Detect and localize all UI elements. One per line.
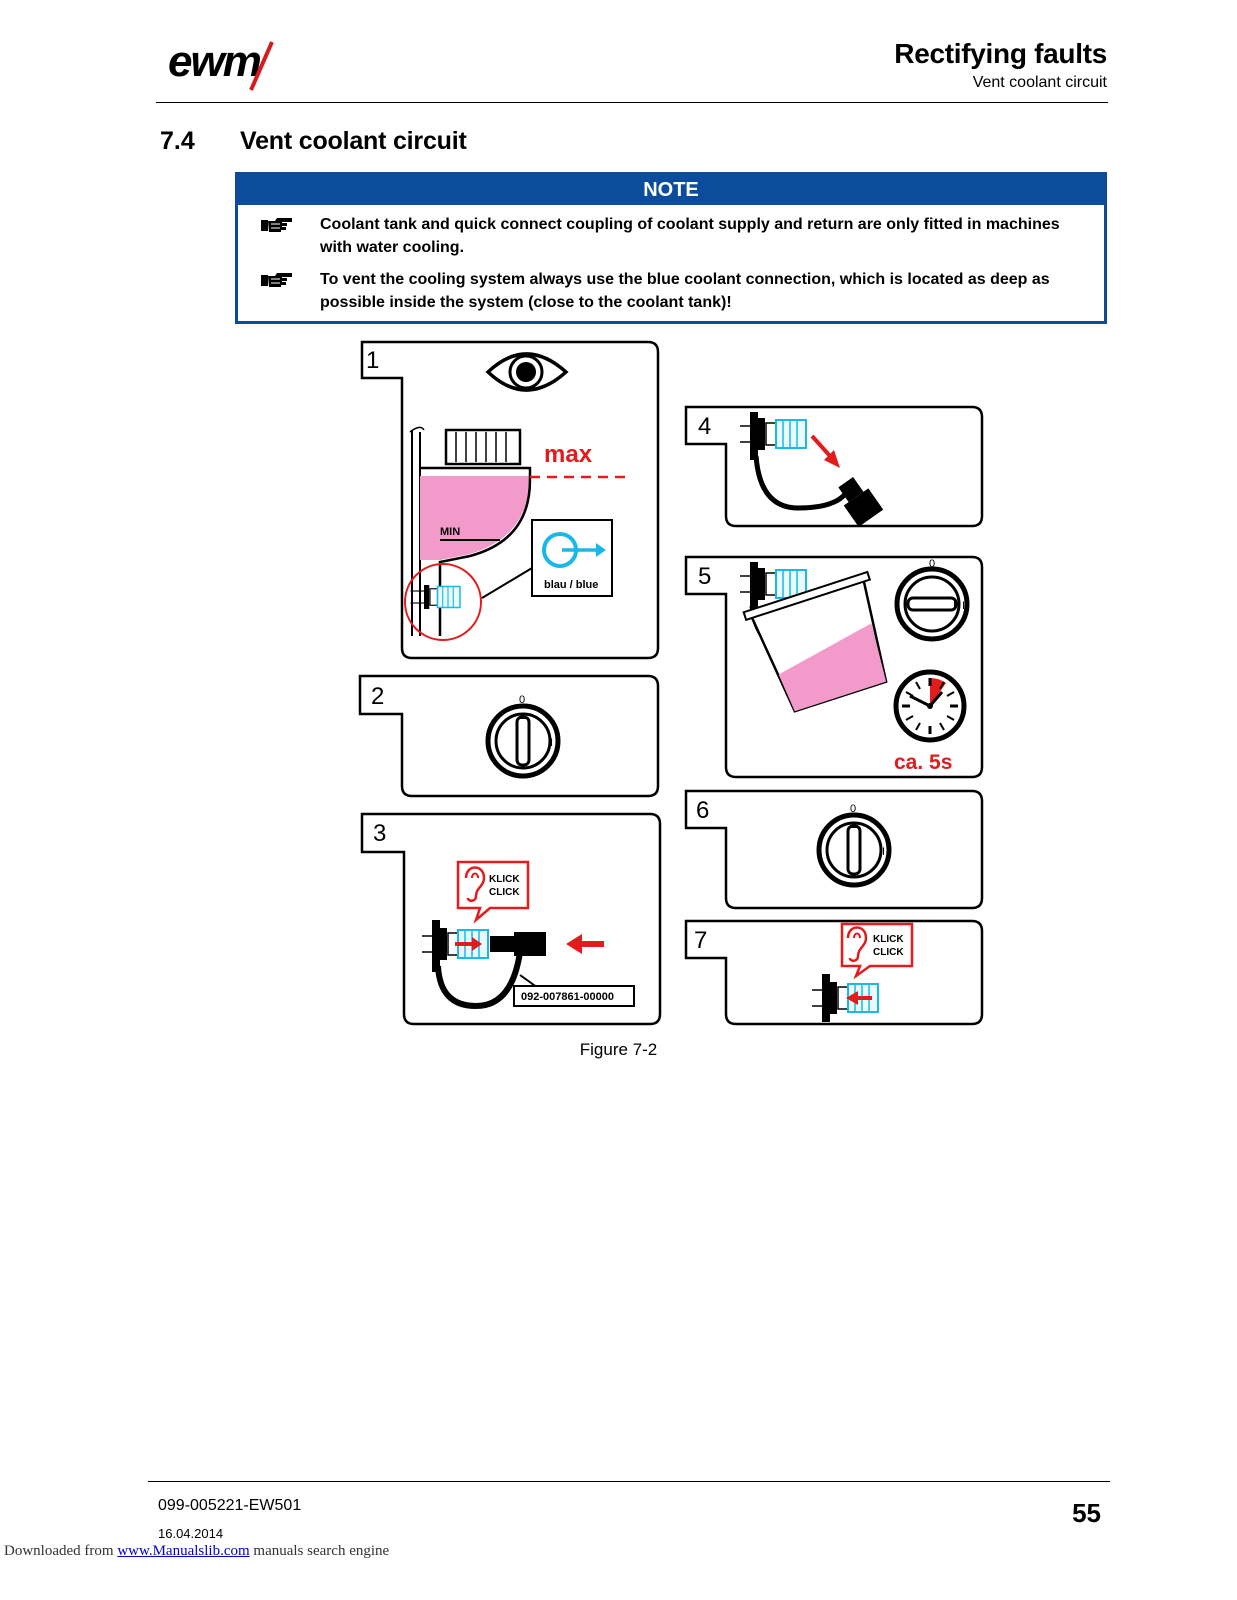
page-number: 55: [1072, 1498, 1101, 1528]
note-box: NOTE Coolant tank and quick connect coup…: [235, 172, 1107, 324]
download-suffix: manuals search engine: [249, 1543, 390, 1559]
footer-divider: [148, 1481, 1110, 1482]
figure-caption: Figure 7-2: [579, 1040, 658, 1059]
step-number-1: 1: [366, 347, 379, 374]
download-prefix: Downloaded from: [4, 1543, 118, 1559]
section-number: 7.4: [160, 127, 195, 155]
min-label: MIN: [440, 526, 460, 538]
max-label: max: [544, 441, 593, 468]
svg-text:0: 0: [929, 558, 935, 570]
coolant-drain-illustration: 0 I ca. 5s: [739, 558, 970, 774]
svg-text:CLICK: CLICK: [489, 887, 520, 898]
note-heading: NOTE: [238, 175, 1104, 205]
step-number-7: 7: [694, 927, 707, 954]
manualslib-link[interactable]: www.Manualslib.com: [117, 1543, 250, 1559]
logo-text: ewm: [168, 38, 261, 86]
section-title: Vent coolant circuit: [240, 127, 467, 155]
step-number-2: 2: [371, 683, 384, 710]
download-notice: Downloaded from www.Manualslib.com manua…: [4, 1543, 389, 1560]
blue-connection-label: blau / blue: [544, 579, 598, 591]
step-number-4: 4: [698, 413, 711, 440]
svg-text:I: I: [882, 846, 885, 858]
step-number-3: 3: [373, 820, 386, 847]
step-4-panel: [684, 405, 984, 528]
step-2-panel: [358, 674, 660, 798]
step-6-panel: [684, 789, 984, 910]
main-switch-icon: 0 I: [819, 803, 889, 885]
svg-text:KLICK: KLICK: [873, 934, 904, 945]
header-divider: [156, 102, 1108, 103]
document-date: 16.04.2014: [158, 1526, 224, 1541]
svg-text:CLICK: CLICK: [873, 947, 904, 958]
pointing-hand-icon: [260, 215, 294, 235]
note-text-2: To vent the cooling system always use th…: [320, 271, 1050, 311]
ewm-logo: ewm: [168, 37, 313, 94]
header-title: Rectifying faults: [894, 38, 1107, 69]
coupling-reconnect-illustration: KLICK CLICK: [811, 922, 914, 1022]
switch-on-icon: 0 I: [894, 558, 970, 642]
document-number: 099-005221-EW501: [158, 1497, 302, 1514]
header-subtitle: Vent coolant circuit: [972, 74, 1107, 91]
step-number-5: 5: [698, 563, 711, 590]
main-switch-icon: 0 I: [488, 694, 558, 776]
svg-text:KLICK: KLICK: [489, 874, 520, 885]
note-text-1: Coolant tank and quick connect coupling …: [320, 216, 1060, 256]
coolant-tank-illustration: MIN max blau / blue: [404, 426, 626, 641]
step-number-6: 6: [696, 797, 709, 824]
eye-icon: [485, 352, 569, 392]
svg-text:0: 0: [850, 803, 856, 815]
figure-7-2: 1 2 3 4 5 6 7 MIN max blau / blue: [355, 338, 990, 1033]
part-number-label: 092-007861-00000: [521, 991, 614, 1003]
svg-text:I: I: [962, 600, 965, 612]
svg-text:0: 0: [519, 694, 525, 706]
timer-icon: [893, 669, 967, 743]
pointing-hand-icon: [260, 270, 294, 290]
adapter-connect-illustration: KLICK CLICK 092-007861-00000: [421, 860, 635, 1010]
adapter-disconnect-illustration: [739, 412, 884, 527]
duration-label: ca. 5s: [894, 751, 952, 774]
svg-text:I: I: [550, 737, 553, 749]
